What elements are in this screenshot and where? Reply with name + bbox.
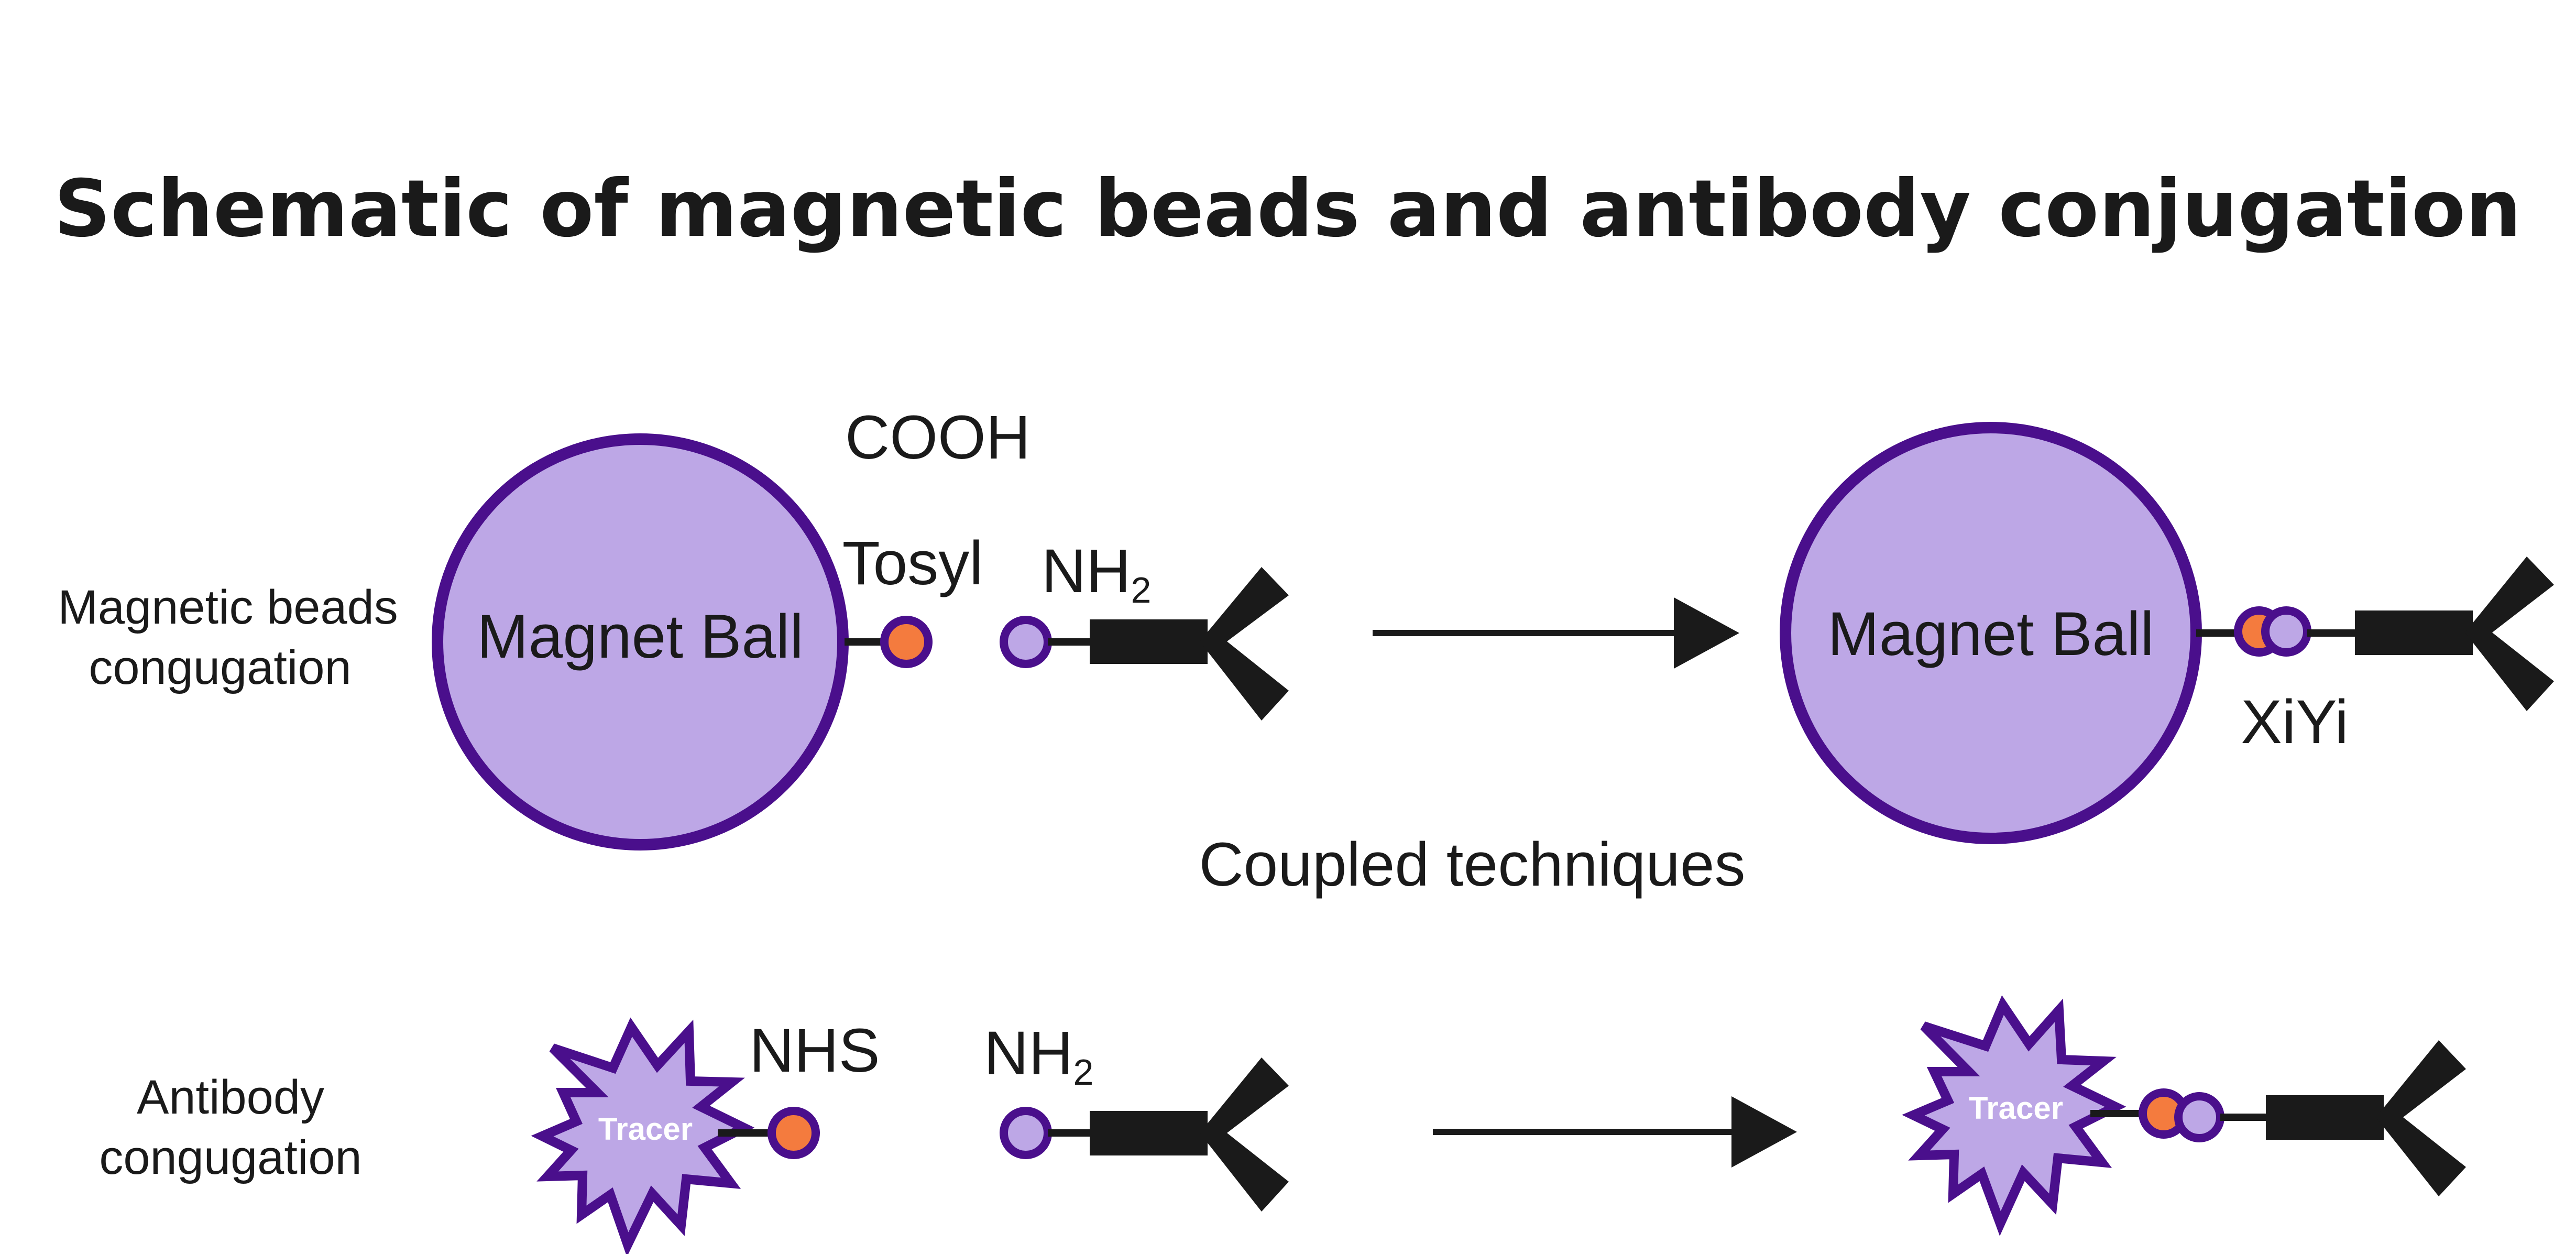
amine-dot bbox=[1000, 616, 1052, 668]
amine-dot bbox=[1000, 1107, 1052, 1159]
magnet-ball bbox=[432, 433, 849, 850]
amine-label-row2: NH2 bbox=[984, 1019, 1093, 1093]
group-tosyl-label: Tosyl bbox=[842, 529, 983, 598]
reactive-group-dot bbox=[880, 616, 933, 668]
antibody-icon bbox=[2355, 557, 2554, 711]
antibody-icon bbox=[1000, 567, 1289, 721]
product-amine-dot bbox=[2261, 606, 2311, 657]
amine-label-row1: NH2 bbox=[1042, 537, 1151, 610]
arrow-icon bbox=[1433, 1096, 1797, 1168]
row-label-antibody-line2: congugation bbox=[99, 1131, 361, 1184]
product-amine-dot bbox=[2174, 1092, 2224, 1142]
magnet-ball-label: Magnet Ball bbox=[477, 602, 803, 671]
tracer-burst-icon: Tracer bbox=[1902, 995, 2126, 1236]
nhs-reactive-dot bbox=[768, 1107, 820, 1159]
row-label-magnetic-line1: Magnetic beads bbox=[58, 581, 398, 634]
row-label-antibody-line1: Antibody bbox=[137, 1071, 324, 1124]
product-tracer-label: Tracer bbox=[1969, 1091, 2063, 1126]
product-magnet-ball-label: Magnet Ball bbox=[1827, 599, 2154, 669]
arrow-icon bbox=[1373, 597, 1739, 669]
product-label-xiyi: XiYi bbox=[2241, 688, 2348, 757]
tracer-burst-icon: Tracer bbox=[531, 1017, 755, 1254]
row-label-magnetic-line2: congugation bbox=[89, 641, 351, 694]
antibody-icon bbox=[1000, 1057, 1289, 1212]
group-cooh-label: COOH bbox=[845, 403, 1031, 472]
group-nhs-label: NHS bbox=[749, 1016, 880, 1085]
coupled-techniques-caption: Coupled techniques bbox=[1199, 830, 1745, 899]
diagram-title: Schematic of magnetic beads and antibody… bbox=[54, 163, 2522, 255]
tracer-label: Tracer bbox=[598, 1111, 693, 1147]
antibody-icon bbox=[2266, 1040, 2466, 1196]
